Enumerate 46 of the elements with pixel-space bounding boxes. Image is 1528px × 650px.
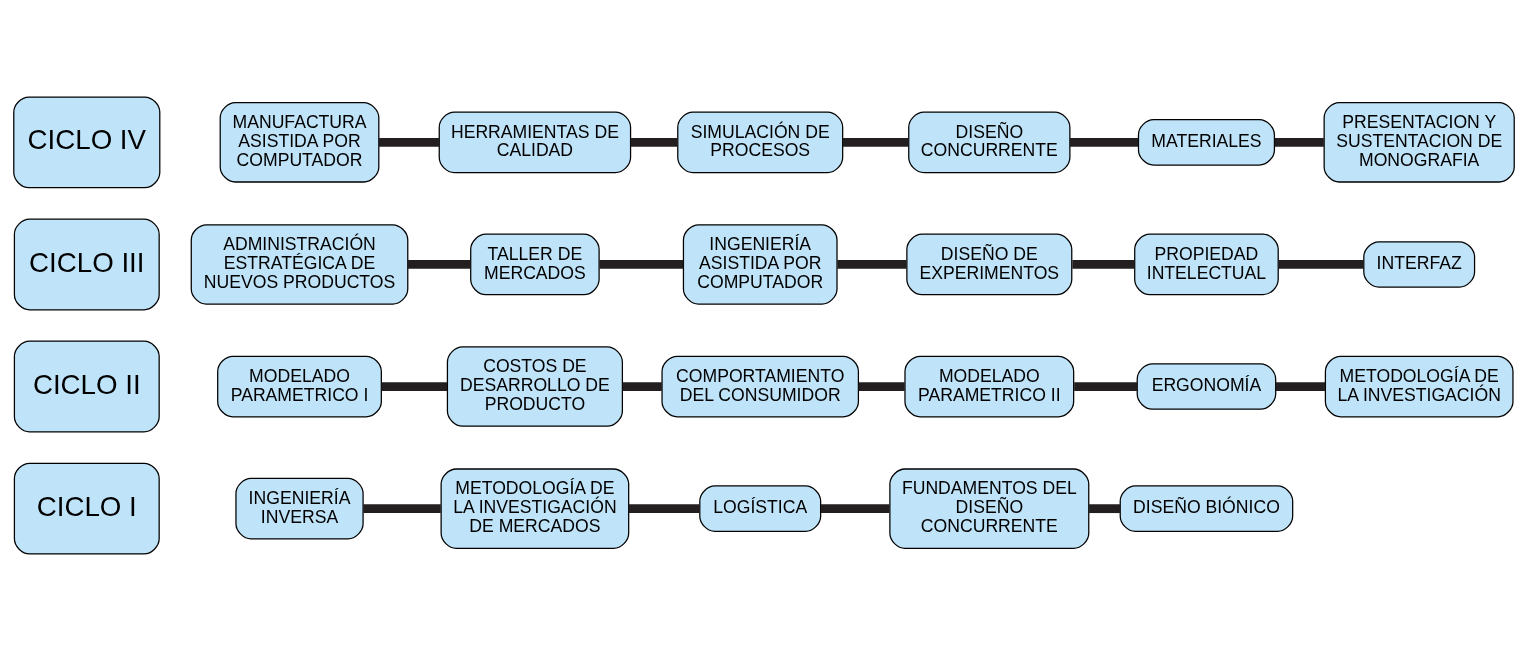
connector <box>381 381 448 391</box>
connector <box>628 503 700 513</box>
node-box: MANUFACTURA ASISTIDA POR COMPUTADOR <box>219 101 380 183</box>
connector <box>1069 137 1139 147</box>
node-box: INGENIERÍA INVERSA <box>235 477 364 539</box>
node-box: ERGONOMÍA <box>1136 362 1277 410</box>
connector <box>858 381 905 391</box>
node-box: INGENIERÍA ASISTIDA POR COMPUTADOR <box>682 223 838 305</box>
node-box: DISEÑO CONCURRENTE <box>908 111 1071 173</box>
node-box: TALLER DE MERCADOS <box>470 233 600 295</box>
connector <box>363 503 441 513</box>
node-box: MODELADO PARAMETRICO II <box>904 355 1075 417</box>
node-box: INTERFAZ <box>1363 240 1476 288</box>
node-box: PROPIEDAD INTELECTUAL <box>1134 233 1279 295</box>
node-box: ADMINISTRACIÓN ESTRATÉGICA DE NUEVOS PRODUCTOS <box>190 223 409 305</box>
node-box: CICLO I <box>13 462 160 555</box>
node-box: HERRAMIENTAS DE CALIDAD <box>438 111 632 173</box>
node-box: CICLO II <box>13 340 160 432</box>
connector <box>1072 259 1135 269</box>
connector <box>1275 381 1326 391</box>
node-box: COSTOS DE DESARROLLO DE PRODUCTO <box>446 345 623 427</box>
node-box: DISEÑO BIÓNICO <box>1119 484 1294 532</box>
node-box: CICLO III <box>13 218 160 310</box>
node-box: METODOLOGÍA DE LA INVESTIGACIÓN DE MERCADOS <box>440 467 630 549</box>
connector <box>599 259 684 269</box>
connector <box>821 503 890 513</box>
connector <box>1274 137 1324 147</box>
node-box: SIMULACIÓN DE PROCESOS <box>677 111 844 173</box>
connector <box>622 381 662 391</box>
connector <box>842 137 909 147</box>
node-box: CICLO IV <box>13 95 161 188</box>
node-box: MODELADO PARAMETRICO I <box>217 355 382 417</box>
connector <box>1074 381 1138 391</box>
connector <box>408 259 471 269</box>
connector <box>378 137 440 147</box>
node-box: MATERIALES <box>1137 118 1276 166</box>
connector <box>1089 503 1121 513</box>
node-box: COMPORTAMIENTO DEL CONSUMIDOR <box>661 355 860 417</box>
node-box: DISEÑO DE EXPERIMENTOS <box>906 233 1073 295</box>
connector <box>630 137 678 147</box>
node-box: PRESENTACION Y SUSTENTACION DE MONOGRAFIA <box>1323 101 1515 183</box>
connector <box>1278 259 1364 269</box>
node-box: LOGÍSTICA <box>699 484 822 532</box>
connector <box>837 259 907 269</box>
node-box: FUNDAMENTOS DEL DISEÑO CONCURRENTE <box>889 467 1090 549</box>
node-box: METODOLOGÍA DE LA INVESTIGACIÓN <box>1324 355 1514 417</box>
